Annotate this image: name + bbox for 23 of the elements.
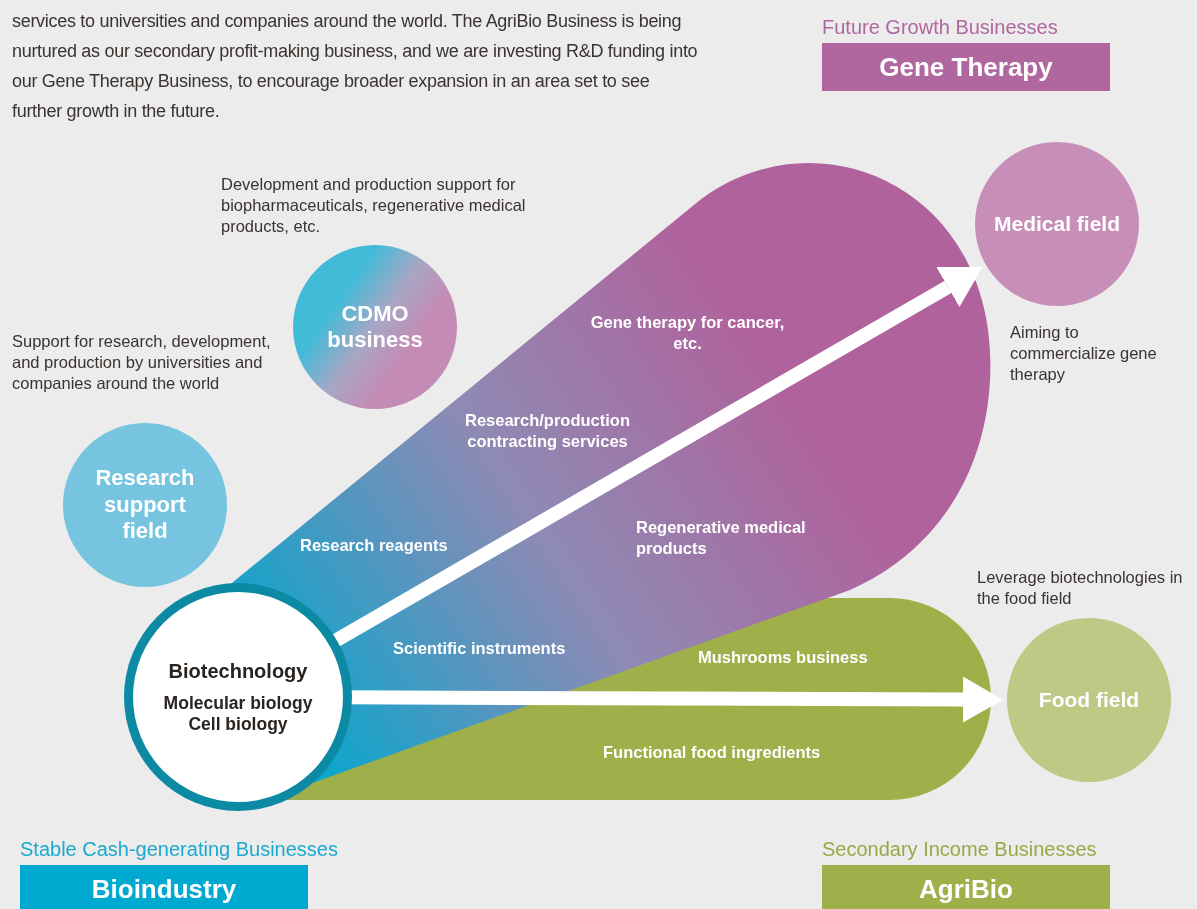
segment-caption: Stable Cash-generating Businesses xyxy=(20,838,338,861)
band-label: Regenerative medical products xyxy=(636,517,807,559)
circle-label: Molecular biology Cell biology xyxy=(162,693,314,735)
band-label: Mushrooms business xyxy=(698,647,869,668)
segment-banner: AgriBio xyxy=(822,865,1110,909)
segment-caption: Secondary Income Businesses xyxy=(822,838,1097,861)
intro-paragraph: services to universities and companies around the world. The AgriBio Business is being nurtured as our secondary profit-making business, and we are investing R&D funding into our Gene Therapy Business, to encourage broader expansion in an area set to see further growth in the future. xyxy=(12,10,699,123)
segment-caption: Future Growth Businesses xyxy=(822,16,1058,39)
band-label: Scientific instruments xyxy=(393,638,567,659)
band-label: Research reagents xyxy=(300,535,449,556)
circle-label: Food field xyxy=(1038,687,1140,713)
band-label: Gene therapy for cancer, etc. xyxy=(590,312,785,354)
field-description: Aiming to commercialize gene therapy xyxy=(1010,322,1158,385)
band-label: Functional food ingredients xyxy=(603,742,822,763)
field-description: Development and production support for biopharmaceuticals, regenerative medical products, etc. xyxy=(221,174,527,237)
circle-label: Research support field xyxy=(94,465,196,545)
circle-label: Medical field xyxy=(994,211,1120,237)
segment-banner: Bioindustry xyxy=(20,865,308,909)
field-description: Support for research, development, and production by universities and companies around the world xyxy=(12,331,272,394)
circle-label: Biotechnology xyxy=(168,659,308,683)
field-description: Leverage biotechnologies in the food field xyxy=(977,567,1184,609)
band-label: Research/production contracting services xyxy=(463,410,631,452)
segment-banner: Gene Therapy xyxy=(822,43,1110,91)
